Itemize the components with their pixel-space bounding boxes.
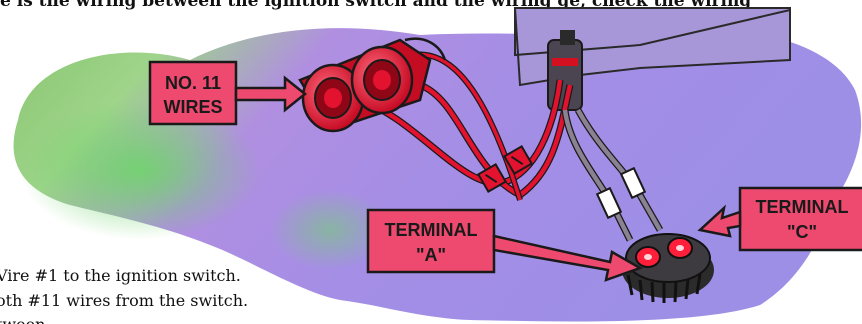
bottom-text-line-3: tween...: [0, 315, 61, 324]
callout-terminal-a-line2: "A": [416, 245, 446, 265]
callout-no11-line1: NO. 11: [165, 73, 221, 93]
callout-terminal-a-line1: TERMINAL: [385, 220, 478, 240]
bottom-text-line-2: oth #11 wires from the switch.: [0, 291, 248, 310]
callout-terminal-c-line2: "C": [787, 222, 817, 242]
callout-no11-line2: WIRES: [163, 97, 222, 117]
callout-terminal-c-line1: TERMINAL: [756, 197, 849, 217]
bottom-text-line-1: Vire #1 to the ignition switch.: [0, 266, 241, 285]
